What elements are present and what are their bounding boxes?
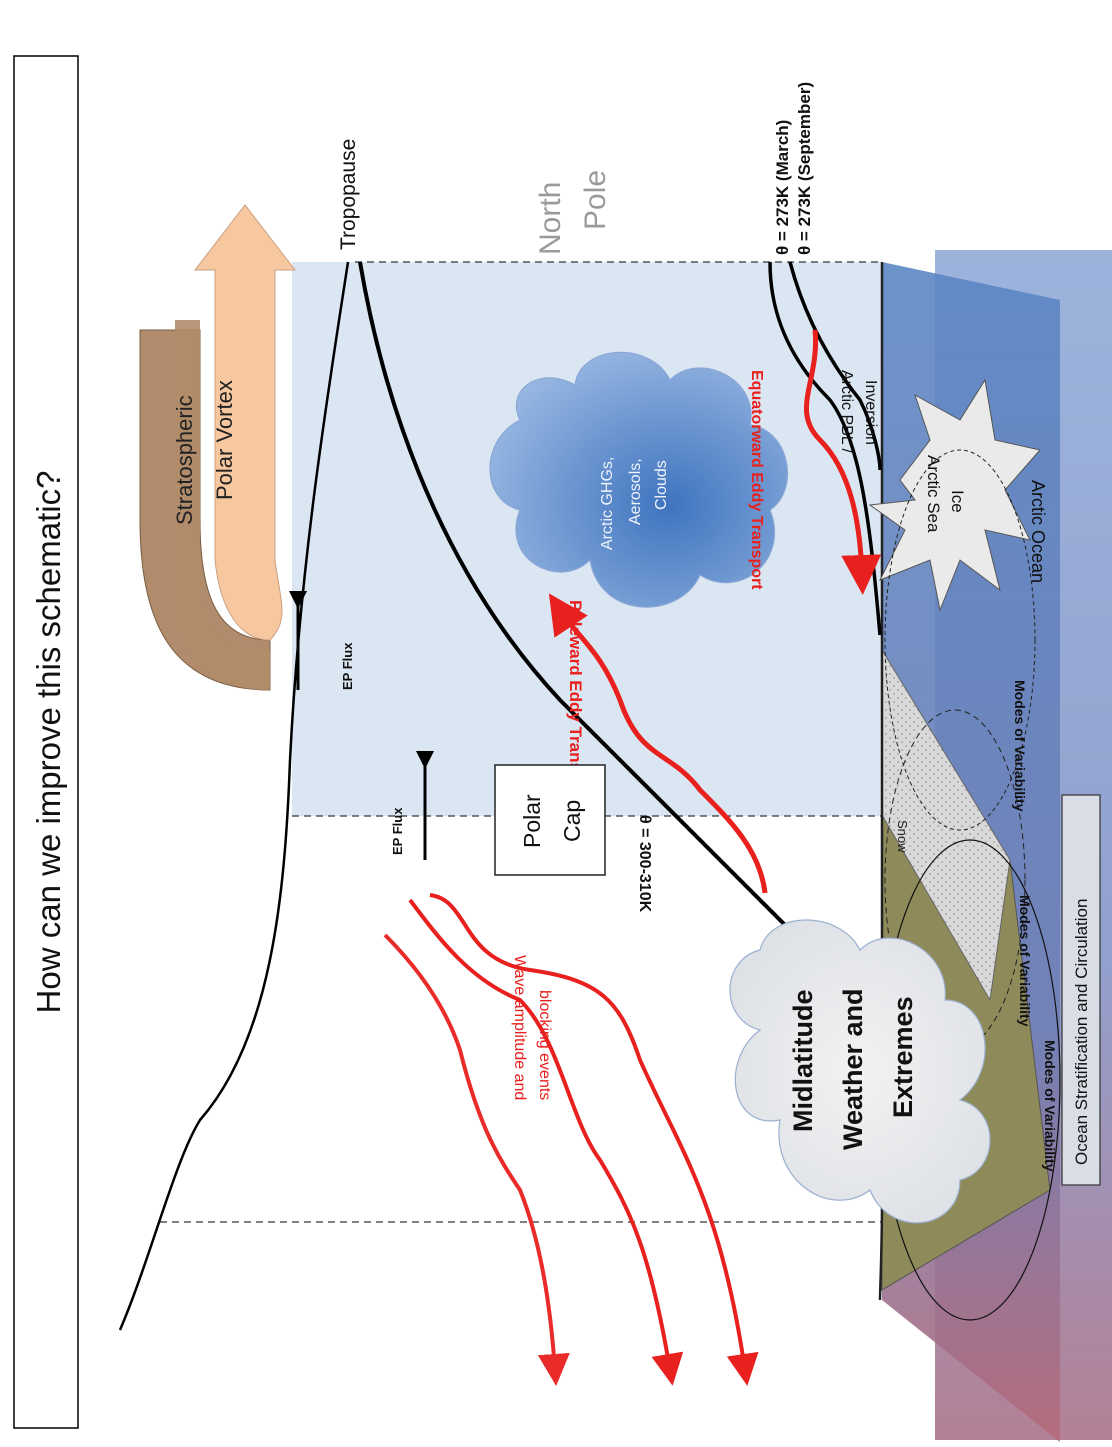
theta-273-sept-line <box>788 261 882 471</box>
poleward-eddy-label: Poleward Eddy Transport <box>566 600 585 805</box>
poleward-eddy-arrow <box>548 593 768 894</box>
arctic-cloud-label-3: Clouds <box>653 460 670 510</box>
theta-300-line <box>358 261 862 1002</box>
arctic-ocean-label: Arctic Ocean <box>1028 480 1048 583</box>
ep-flux-lower-label: EP Flux <box>390 807 405 855</box>
wave-arrow-3 <box>383 933 570 1386</box>
ocean-strat-box <box>1061 794 1101 1186</box>
midlat-label-2: Weather and <box>838 988 868 1150</box>
arctic-sea-ice <box>868 378 1041 612</box>
variability-ellipse-mid1 <box>884 709 1026 1051</box>
ocean-strat-label: Ocean Stratification and Circulation <box>1072 899 1091 1165</box>
theta-273-march-line <box>768 261 882 636</box>
arctic-cloud-label-2: Aerosols, <box>627 458 644 525</box>
modes-variability-label-3: Modes of Variability <box>1042 1040 1058 1172</box>
modes-variability-label-2: Modes of Variability <box>1017 895 1033 1027</box>
wave-arrow-2 <box>408 898 684 1386</box>
strat-label-2: Polar Vortex <box>212 380 237 500</box>
wave-arrow-1 <box>429 893 759 1386</box>
title-box <box>13 55 79 1429</box>
polar-cap-label-2: Cap <box>559 800 585 842</box>
sea-ice-label-2: Ice <box>948 490 967 513</box>
tropopause-line <box>118 261 350 1331</box>
modes-variability-label-1: Modes of Variability <box>1012 680 1028 812</box>
snow-label: Snow <box>895 820 910 853</box>
strat-label-1: Stratospheric <box>172 395 197 525</box>
tropopause-label: Tropopause <box>337 139 360 250</box>
arctic-pbl-label-1: Arctic PBL / <box>838 370 855 454</box>
midlatitude-cloud <box>729 919 991 1224</box>
wave-label-1: Wave amplitude and <box>511 955 528 1100</box>
title-text: How can we improve this schematic? <box>30 471 67 1014</box>
wave-label-2: blocking events <box>536 990 553 1100</box>
equatorward-eddy-label: Equatorward Eddy Transport <box>748 370 765 590</box>
arctic-cloud <box>489 351 788 608</box>
north-pole-label-1: North <box>534 182 567 255</box>
midlat-label-3: Extremes <box>888 996 918 1118</box>
ep-flux-upper-label: EP Flux <box>340 642 355 690</box>
polar-cap-label-1: Polar <box>519 794 545 848</box>
theta-march-label: θ = 273K (March) <box>773 120 792 255</box>
equatorward-eddy-arrow <box>803 329 882 595</box>
north-pole-label-2: Pole <box>579 170 612 230</box>
arctic-cloud-label-1: Arctic GHGs, <box>599 457 616 550</box>
theta-300-label: θ = 300-310K <box>636 815 653 913</box>
polar-cap-box <box>494 764 606 876</box>
midlat-label-1: Midlatitude <box>788 990 818 1133</box>
variability-ellipse-arctic <box>884 449 1036 831</box>
arctic-pbl-label-2: Inversion <box>862 380 879 445</box>
sea-ice-label-1: Arctic Sea <box>924 455 943 533</box>
theta-september-label: θ = 273K (September) <box>795 82 814 255</box>
stratospheric-vortex-arrow <box>139 204 297 691</box>
